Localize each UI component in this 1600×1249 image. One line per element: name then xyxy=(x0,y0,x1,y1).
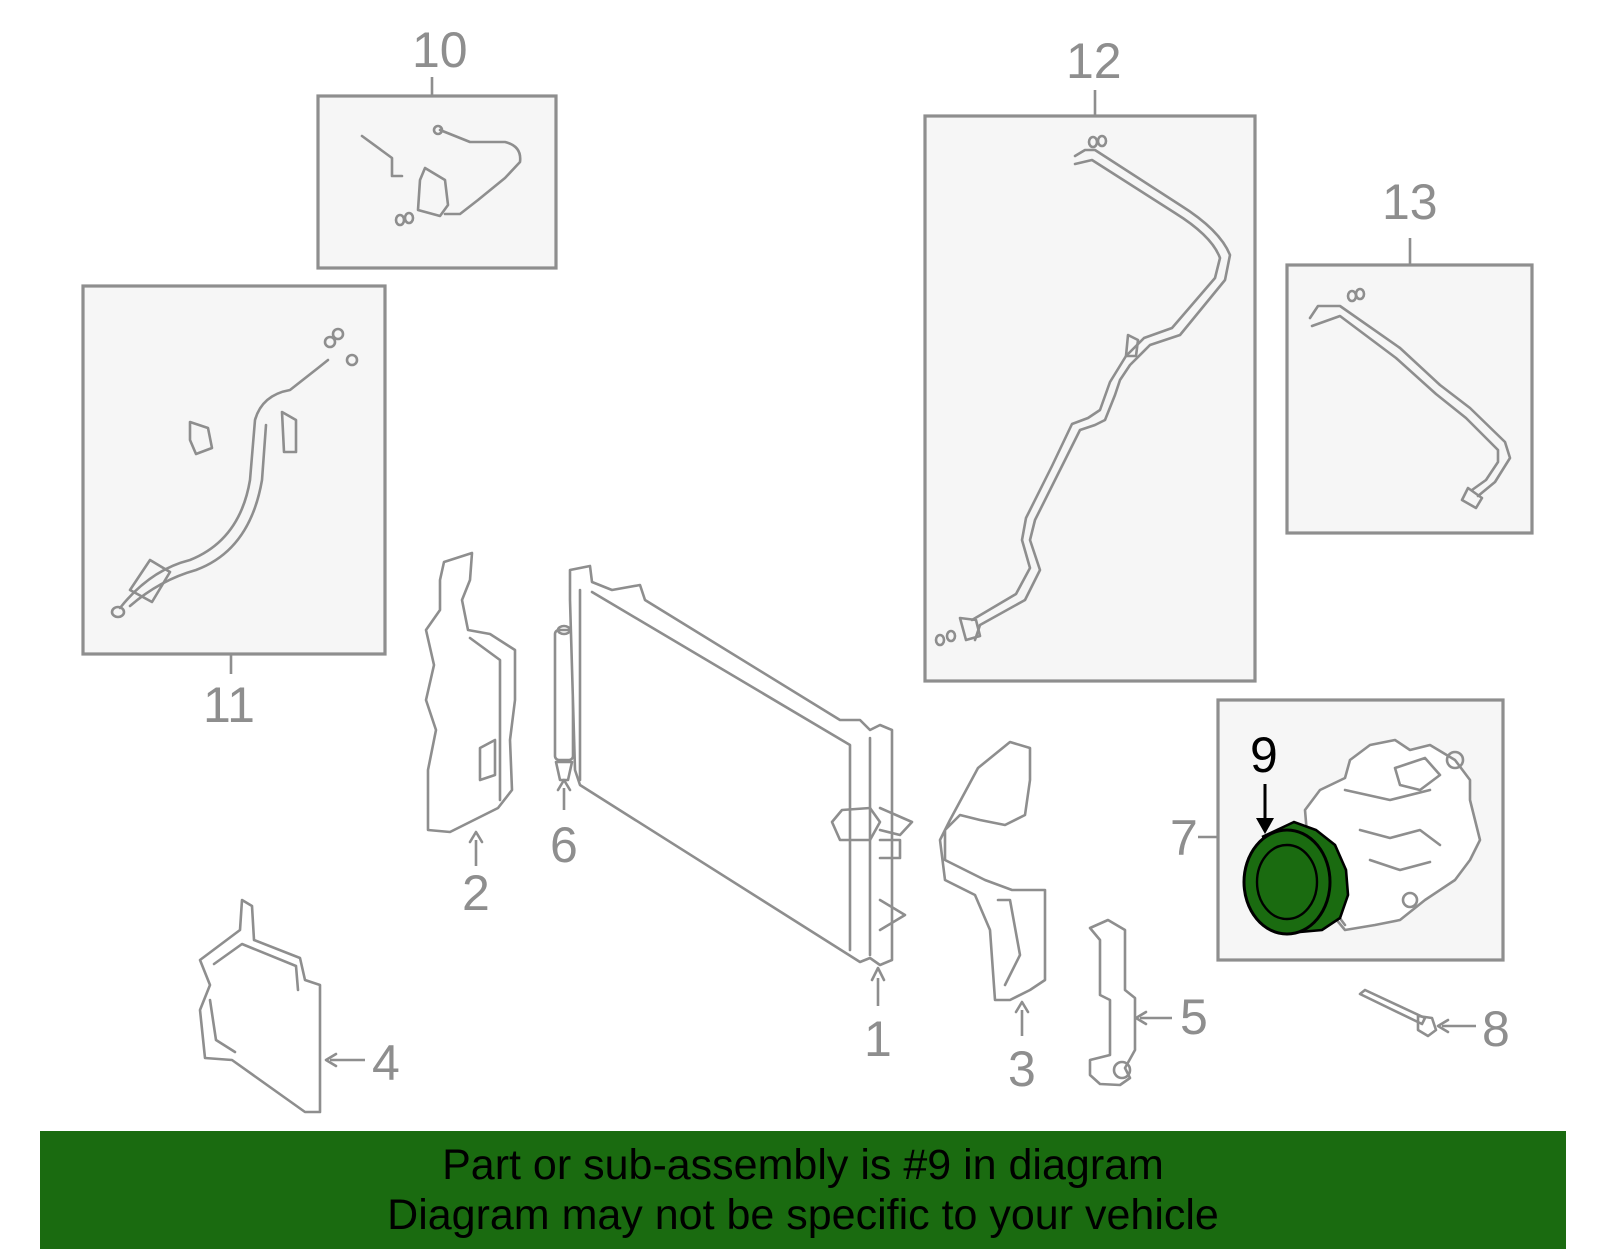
part-8-bolt xyxy=(1358,988,1476,1038)
callout-10: 10 xyxy=(412,22,468,78)
part-12-box xyxy=(923,90,1257,683)
info-banner: Part or sub-assembly is #9 in diagram Di… xyxy=(40,1131,1566,1249)
callout-7: 7 xyxy=(1170,810,1198,866)
part-7-compressor-box xyxy=(1198,698,1505,962)
part-3-air-guide xyxy=(938,740,1047,1036)
callout-5: 5 xyxy=(1180,989,1208,1045)
callout-12: 12 xyxy=(1066,33,1122,89)
callout-1: 1 xyxy=(864,1011,892,1067)
banner-line-2: Diagram may not be specific to your vehi… xyxy=(387,1191,1219,1239)
part-5-bracket xyxy=(1088,918,1172,1087)
part-11-box xyxy=(81,284,387,674)
callout-9: 9 xyxy=(1250,727,1278,783)
callout-6: 6 xyxy=(550,817,578,873)
callout-8: 8 xyxy=(1482,1001,1510,1057)
part-13-box xyxy=(1285,238,1534,535)
callout-4: 4 xyxy=(372,1035,400,1091)
callout-2: 2 xyxy=(462,865,490,921)
part-2-air-guide xyxy=(424,551,517,866)
callout-13: 13 xyxy=(1382,174,1438,230)
banner-line-1: Part or sub-assembly is #9 in diagram xyxy=(442,1141,1164,1189)
part-4-seal xyxy=(198,898,365,1114)
part-9-clutch-highlight xyxy=(1242,784,1350,936)
callout-11: 11 xyxy=(203,677,255,733)
part-10-box xyxy=(316,77,558,270)
callout-3: 3 xyxy=(1008,1041,1036,1097)
part-1-condenser xyxy=(568,564,914,1006)
